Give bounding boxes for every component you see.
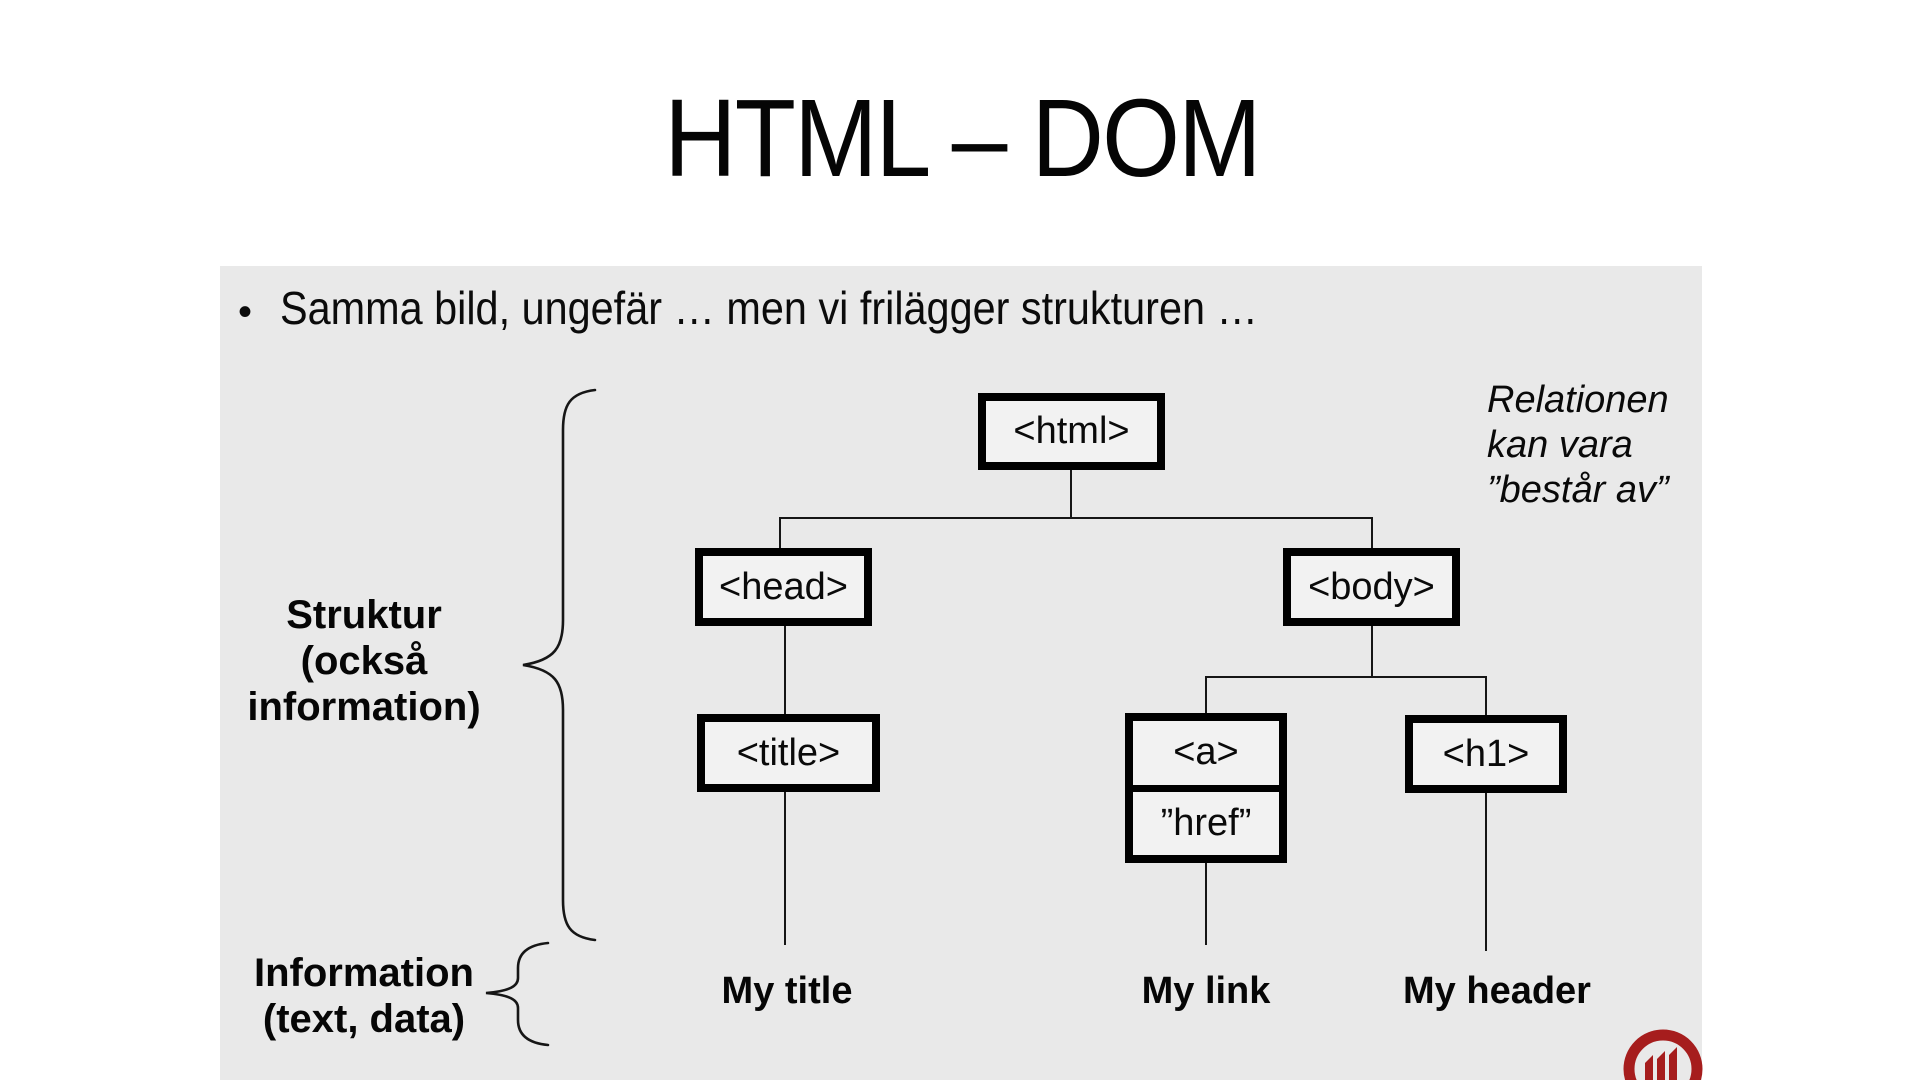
curly-brace-information <box>485 941 550 1047</box>
node-a: <a> <box>1133 721 1279 785</box>
bullet-line: • Samma bild, ungefär … men vi frilägger … <box>238 281 1367 336</box>
relation-note-line: Relationen <box>1487 379 1669 421</box>
edge-href-leaf <box>1205 863 1207 945</box>
label-structure: Struktur (också information) <box>214 592 514 730</box>
node-body-label: <body> <box>1308 565 1435 608</box>
label-information-line: (text, data) <box>262 997 466 1041</box>
bullet-icon: • <box>238 289 253 334</box>
university-logo-icon <box>1623 1029 1703 1080</box>
leaf-my-title: My title <box>721 970 853 1012</box>
node-href: ”href” <box>1133 784 1279 856</box>
leaf-my-link: My link <box>1141 970 1271 1012</box>
relation-note-line: kan vara <box>1487 424 1633 466</box>
label-information: Information (text, data) <box>214 950 514 1042</box>
node-body: <body> <box>1283 548 1460 626</box>
node-h1: <h1> <box>1405 715 1567 793</box>
leaf-my-header: My header <box>1403 970 1591 1012</box>
relation-note-line: ”består av” <box>1487 469 1669 511</box>
edge-to-a <box>1205 676 1207 714</box>
relation-note: Relationen kan vara ”består av” <box>1487 378 1717 513</box>
node-head-label: <head> <box>719 565 848 608</box>
node-href-label: ”href” <box>1160 801 1252 844</box>
content-panel <box>220 266 1702 1080</box>
edge-to-h1 <box>1485 676 1487 716</box>
edge-to-body <box>1371 517 1373 551</box>
label-structure-line: (också <box>300 639 428 683</box>
slide-title: HTML – DOM <box>664 77 1261 200</box>
edge-body-down <box>1371 626 1373 677</box>
label-structure-line: Struktur <box>286 593 442 637</box>
node-title-label: <title> <box>736 731 841 774</box>
node-head: <head> <box>695 548 872 626</box>
edge-title-leaf <box>784 792 786 945</box>
node-html: <html> <box>978 393 1165 470</box>
edge-to-head <box>779 517 781 551</box>
edge-level2-horizontal <box>1205 676 1487 678</box>
node-a-group: <a> ”href” <box>1125 713 1287 863</box>
label-information-line: Information <box>254 951 474 995</box>
edge-h1-leaf <box>1485 793 1487 951</box>
bullet-text: Samma bild, ungefär … men vi frilägger s… <box>280 282 1258 334</box>
label-structure-line: information) <box>247 685 481 729</box>
node-title: <title> <box>697 714 880 792</box>
node-html-label: <html> <box>1013 410 1130 452</box>
edge-html-down <box>1070 470 1072 518</box>
node-h1-label: <h1> <box>1442 732 1530 775</box>
edge-level1-horizontal <box>779 517 1373 519</box>
node-a-label: <a> <box>1173 731 1239 774</box>
curly-brace-structure <box>522 388 597 942</box>
edge-head-title <box>784 626 786 716</box>
